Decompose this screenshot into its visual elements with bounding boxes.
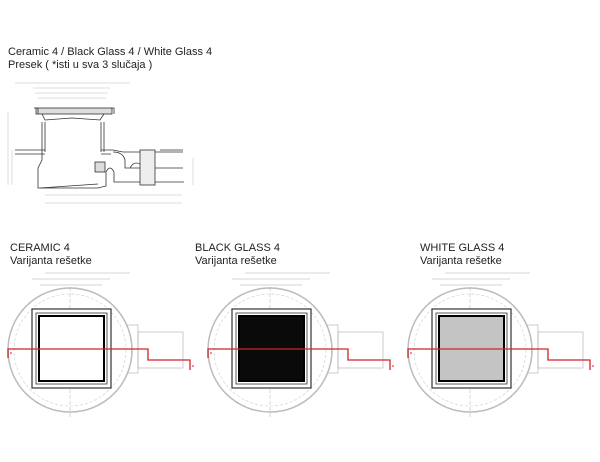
sheet-subtitle: Presek ( *isti u sva 3 slučaja ) <box>8 59 153 71</box>
drain-body <box>213 293 327 407</box>
variant-title-ceramic: CERAMIC 4 <box>10 242 70 254</box>
variant-caption-black-glass: Varijanta rešetke <box>195 255 277 267</box>
outlet-pipe <box>337 331 384 369</box>
section-cut-line <box>7 348 191 370</box>
variant-caption-ceramic: Varijanta rešetke <box>10 255 92 267</box>
sheet-title: Ceramic 4 / Black Glass 4 / White Glass … <box>8 46 213 58</box>
variant-title-white-glass: WHITE GLASS 4 <box>420 242 505 254</box>
variant-caption-white-glass: Varijanta rešetke <box>420 255 502 267</box>
drain-body <box>413 293 527 407</box>
outlet-pipe <box>537 331 584 369</box>
outlet-pipe <box>137 331 184 369</box>
variant-title-black-glass: BLACK GLASS 4 <box>195 242 280 254</box>
section-cut-line <box>207 348 391 370</box>
drain-body <box>13 293 127 407</box>
section-cut-line <box>407 348 591 370</box>
